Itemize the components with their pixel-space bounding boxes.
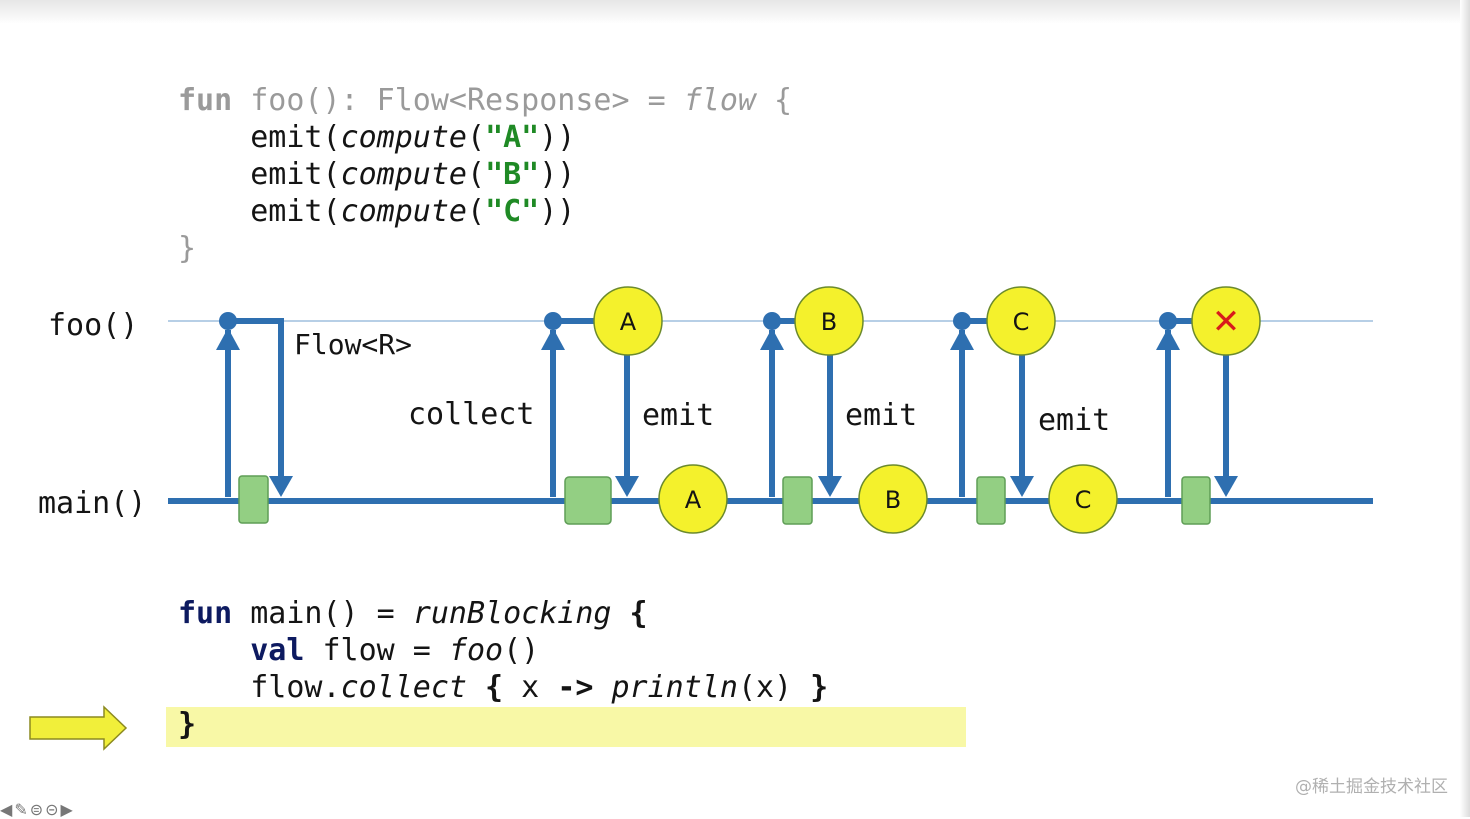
foo-value-label-c: C [1013, 308, 1030, 336]
emit-segment-a: A emit A [541, 286, 728, 534]
pen-icon[interactable]: ✎ [14, 800, 28, 819]
main-closing-brace: } [178, 707, 197, 742]
completion-segment: ✕ [1156, 286, 1261, 525]
right-shade [1460, 0, 1470, 817]
arrow-head-up [950, 328, 974, 350]
comment-icon[interactable]: ⊝ [45, 800, 59, 819]
emit-line-c: emit(compute("C")) [178, 194, 576, 229]
arrow-head-down [818, 476, 842, 497]
close-icon: ✕ [1212, 302, 1241, 342]
main-value-label-c: C [1075, 486, 1092, 514]
foo-value-node-b [794, 286, 864, 356]
emit-label-b: emit [845, 398, 917, 433]
emit-segment-b: B emit B [760, 286, 928, 534]
return-path [228, 318, 284, 478]
main-value-node-a [658, 464, 728, 534]
main-signature-line: fun main() = runBlocking { [178, 596, 648, 631]
emit-label-c: emit [1038, 403, 1110, 438]
flow-type-label: Flow<R> [294, 328, 412, 361]
arrow-head-up [541, 328, 565, 350]
foo-dot [219, 312, 237, 330]
arrow-head-down [1010, 476, 1034, 497]
main-work-box [782, 476, 813, 525]
foo-value-label-b: B [821, 308, 837, 336]
collect-line: flow.collect { x -> println(x) } [178, 670, 829, 705]
arrow-head-up [760, 328, 784, 350]
arrow-head-up [1156, 328, 1180, 350]
arrow-head-down [269, 476, 293, 497]
foo-value-node-a [593, 286, 663, 356]
foo-value-node-c [986, 286, 1056, 356]
arrow-head-down [615, 476, 639, 497]
lane-label-foo: foo() [48, 308, 138, 343]
main-value-node-c [1048, 464, 1118, 534]
main-work-box [976, 476, 1006, 525]
top-shade [0, 0, 1470, 24]
call-segment: Flow<R> [216, 312, 412, 524]
current-line-highlight [166, 707, 966, 747]
arrow-head-down [1214, 476, 1238, 497]
next-slide-icon[interactable]: ▶ [60, 800, 73, 819]
arrow-head-up [216, 328, 240, 350]
keyword-fun: fun [178, 83, 233, 118]
val-flow-line: val flow = foo() [250, 633, 540, 668]
collect-label: collect [408, 397, 534, 432]
menu-icon[interactable]: ⊜ [29, 800, 44, 819]
main-code-block: fun main() = runBlocking { val flow = fo… [178, 595, 828, 743]
main-value-label-b: B [885, 486, 901, 514]
prev-slide-icon[interactable]: ◀ [0, 800, 13, 819]
emit-line-b: emit(compute("B")) [178, 157, 576, 192]
arrow-right-icon [29, 705, 128, 751]
emit-label-a: emit [642, 398, 714, 433]
lane-label-main: main() [38, 486, 146, 521]
foo-dot [763, 312, 781, 330]
foo-code-block: fun foo(): Flow<Response> = flow { emit(… [178, 82, 792, 267]
main-work-box [564, 476, 612, 525]
foo-closing-brace: } [178, 231, 197, 266]
foo-dot [1159, 312, 1177, 330]
emit-line-a: emit(compute("A")) [178, 120, 576, 155]
foo-signature-line: fun foo(): Flow<Response> = flow { [178, 83, 793, 118]
slide-nav: ◀ ✎ ⊜ ⊝ ▶ [0, 800, 73, 819]
main-work-box [1181, 476, 1211, 525]
emit-segment-c: C emit C [950, 286, 1118, 534]
main-work-box [238, 475, 269, 524]
foo-value-label-a: A [620, 308, 637, 336]
foo-dot [544, 312, 562, 330]
main-value-node-b [858, 464, 928, 534]
main-value-label-a: A [685, 486, 702, 514]
watermark: @稀土掘金技术社区 [1295, 777, 1448, 797]
completion-node [1191, 286, 1261, 356]
foo-dot [953, 312, 971, 330]
